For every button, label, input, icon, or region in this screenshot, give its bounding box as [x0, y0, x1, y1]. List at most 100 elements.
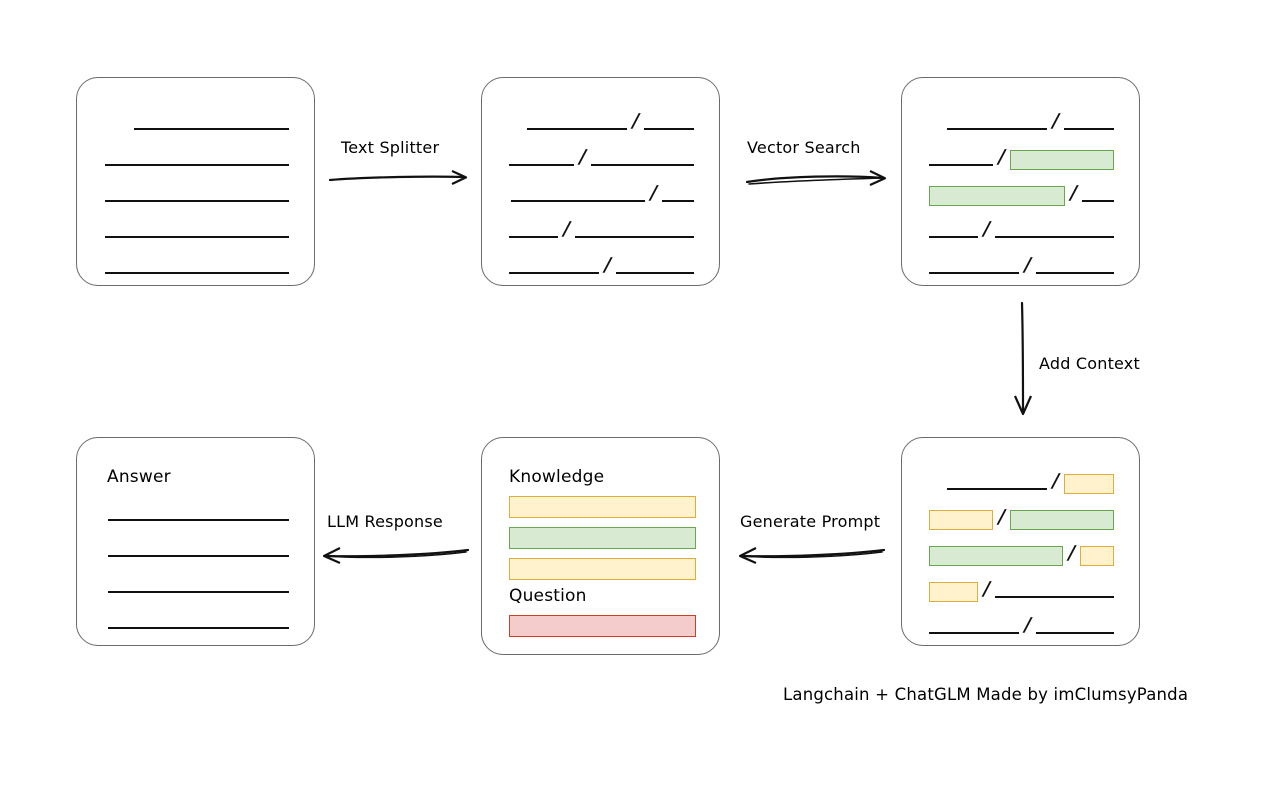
document-row: /: [509, 182, 694, 204]
arrow-generate-prompt: Generate Prompt: [738, 512, 886, 567]
text-line: [929, 272, 1020, 274]
chunk-separator-slash: /: [995, 506, 1008, 528]
document-row: [104, 224, 289, 240]
arrow-text-splitter-label: Text Splitter: [341, 138, 440, 157]
document-row: /: [509, 254, 694, 276]
prompt-bar-yellow: [509, 558, 696, 580]
text-line: [134, 128, 289, 130]
answer-box[interactable]: Answer: [76, 437, 315, 646]
text-line: [105, 236, 289, 238]
prompt-bar-red: [509, 615, 696, 637]
document-row: [104, 188, 289, 204]
arrow-add-context-label: Add Context: [1039, 354, 1140, 373]
context-chunks-rows: / / / / /: [929, 470, 1114, 645]
context-chunks-box[interactable]: / / / / /: [901, 437, 1140, 646]
answer-heading: Answer: [107, 467, 171, 487]
text-line: [108, 519, 289, 521]
chunk-bar-green: [1009, 150, 1114, 170]
text-line: [1064, 128, 1114, 130]
arrow-llm-response: LLM Response: [322, 512, 470, 567]
prompt-box[interactable]: Knowledge Question: [481, 437, 720, 655]
chunk-bar-green: [1009, 510, 1114, 530]
document-row: /: [929, 218, 1114, 240]
chunk-bar-green: [929, 186, 1066, 206]
chunk-separator-slash: /: [1022, 614, 1034, 636]
document-row: [107, 543, 289, 559]
text-line: [947, 488, 1048, 490]
matched-chunks-rows: / / / / /: [929, 110, 1114, 285]
text-line: [1036, 272, 1114, 274]
credit-text: Langchain + ChatGLM Made by imClumsyPand…: [783, 685, 1189, 704]
text-line: [509, 272, 600, 274]
chunk-separator-slash: /: [1049, 470, 1062, 492]
chunk-separator-slash: /: [647, 182, 660, 204]
chunk-separator-slash: /: [629, 110, 642, 132]
text-line: [1082, 200, 1114, 202]
document-row: /: [929, 470, 1114, 494]
split-chunks-box[interactable]: / / / / /: [481, 77, 720, 286]
document-row: [104, 260, 289, 276]
text-line: [527, 128, 628, 130]
document-row: /: [929, 506, 1114, 530]
text-line: [509, 164, 574, 166]
chunk-separator-slash: /: [1065, 542, 1078, 564]
arrow-vector-search: Vector Search: [745, 138, 893, 193]
arrow-vector-search-shaft: [745, 170, 887, 187]
document-row: /: [929, 146, 1114, 170]
prompt-bar-yellow: [509, 496, 696, 518]
document-row: [107, 507, 289, 523]
chunk-separator-slash: /: [1068, 182, 1080, 204]
text-line: [108, 555, 289, 557]
text-line: [644, 128, 694, 130]
chunk-bar-yellow: [1064, 474, 1114, 494]
arrow-add-context-shaft: [1013, 301, 1033, 416]
knowledge-label: Knowledge: [509, 467, 605, 487]
arrow-llm-response-label: LLM Response: [327, 512, 443, 531]
chunk-bar-yellow: [929, 582, 978, 602]
text-line: [590, 164, 694, 166]
chunk-bar-yellow: [929, 510, 993, 530]
text-line: [662, 200, 694, 202]
document-row: /: [929, 110, 1114, 132]
text-line: [105, 164, 289, 166]
text-line: [994, 596, 1114, 598]
arrow-add-context: Add Context: [1002, 300, 1172, 425]
document-row: [104, 116, 289, 132]
text-line: [929, 164, 993, 166]
chunk-separator-slash: /: [602, 254, 614, 276]
text-line: [108, 627, 289, 629]
document-row: /: [929, 542, 1114, 566]
split-chunks-rows: / / / / /: [509, 110, 694, 285]
document-row: /: [929, 254, 1114, 276]
arrow-vector-search-label: Vector Search: [747, 138, 861, 157]
text-line: [1036, 632, 1114, 634]
chunk-separator-slash: /: [995, 146, 1008, 168]
document-row: /: [929, 578, 1114, 602]
document-row: /: [929, 614, 1114, 636]
chunk-separator-slash: /: [980, 578, 993, 600]
source-document-box[interactable]: [76, 77, 315, 286]
text-line: [511, 200, 646, 202]
document-row: [107, 579, 289, 595]
matched-chunks-box[interactable]: / / / / /: [901, 77, 1140, 286]
text-line: [929, 236, 978, 238]
text-line: [108, 591, 289, 593]
text-line: [105, 272, 289, 274]
arrow-text-splitter-shaft: [328, 169, 468, 185]
chunk-separator-slash: /: [1022, 254, 1034, 276]
question-label: Question: [509, 586, 587, 606]
chunk-separator-slash: /: [1049, 110, 1062, 132]
chunk-separator-slash: /: [576, 146, 589, 168]
text-line: [947, 128, 1048, 130]
arrow-text-splitter: Text Splitter: [328, 138, 476, 193]
text-line: [574, 236, 694, 238]
arrow-llm-response-shaft: [322, 547, 470, 565]
arrow-generate-prompt-shaft: [738, 547, 886, 565]
prompt-bar-green: [509, 527, 696, 549]
chunk-separator-slash: /: [980, 218, 993, 240]
source-document-rows: [104, 116, 289, 285]
document-row: [104, 152, 289, 168]
chunk-separator-slash: /: [560, 218, 573, 240]
document-row: [107, 615, 289, 631]
